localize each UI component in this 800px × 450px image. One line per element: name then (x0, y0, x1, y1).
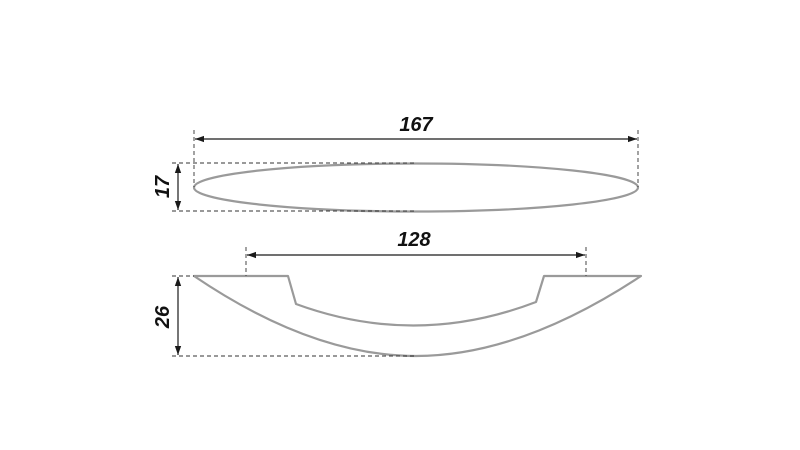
top-view-outline (192, 162, 640, 213)
spacing-label: 128 (397, 229, 431, 251)
side-view-outline (192, 274, 643, 358)
side-height-label: 26 (152, 305, 174, 329)
top-view: 167 17 (152, 114, 640, 213)
top-height-label: 17 (152, 175, 174, 198)
side-view: 128 26 (152, 229, 643, 358)
length-label: 167 (399, 114, 433, 136)
